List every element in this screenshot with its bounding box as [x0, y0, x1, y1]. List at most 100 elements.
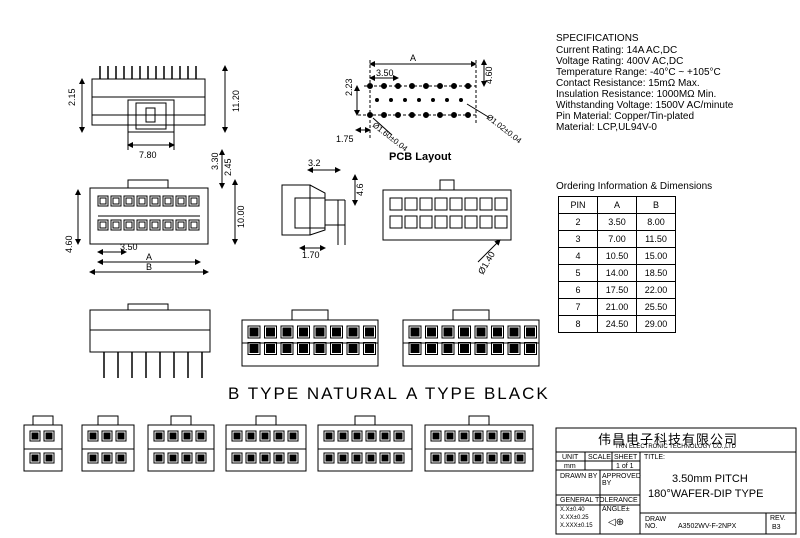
pcb-hole	[367, 112, 373, 118]
top-view-drawing	[89, 179, 209, 245]
cavity	[87, 452, 99, 464]
cavity	[464, 215, 478, 229]
pcb-layout-title: PCB Layout	[389, 151, 452, 163]
cavity-fill	[502, 454, 510, 462]
top-view-dims	[75, 149, 238, 275]
dim-label: 3.50	[120, 242, 138, 252]
cavity-fill	[275, 432, 283, 440]
dim-label: 1.70	[302, 250, 320, 260]
cavity-fill	[261, 432, 269, 440]
cavity-fill	[395, 454, 403, 462]
cavity	[404, 215, 418, 229]
cavity	[136, 219, 148, 231]
cavity-fill	[289, 454, 297, 462]
cavity	[514, 430, 526, 442]
scale-label: SCALE	[588, 454, 611, 461]
cavity	[153, 430, 165, 442]
cavity	[195, 430, 207, 442]
cavity-fill	[155, 454, 163, 462]
cavity-fill	[332, 327, 341, 337]
dim-label: 3.50	[376, 68, 394, 78]
cavity	[434, 197, 448, 211]
cavity	[500, 430, 512, 442]
cavity	[458, 430, 470, 442]
cavity	[181, 430, 193, 442]
cavity	[175, 195, 187, 207]
cavity	[430, 430, 442, 442]
cavity-fill	[183, 454, 191, 462]
cavity	[365, 430, 377, 442]
cavity	[97, 219, 109, 231]
housing-body	[225, 424, 307, 472]
dim-label: A	[410, 53, 416, 63]
cavity	[491, 325, 504, 339]
cavity-fill	[325, 432, 333, 440]
cavity-fill	[282, 327, 292, 337]
cavity	[337, 430, 349, 442]
cavity	[123, 195, 135, 207]
cavity	[472, 452, 484, 464]
dim-label: 11.20	[231, 90, 241, 112]
cavity-fill	[476, 327, 486, 337]
cavity-inner	[138, 197, 146, 205]
cavity	[419, 215, 433, 229]
cavity	[393, 452, 405, 464]
cavity-fill	[365, 344, 374, 353]
cavity-inner	[190, 197, 198, 205]
latch	[170, 415, 192, 425]
cavity-inner	[99, 197, 107, 205]
spec-material: Material: LCP,UL94V-0	[556, 122, 657, 133]
dim-label: 1.75	[336, 134, 354, 144]
cavity-inner	[190, 221, 198, 229]
cavity	[195, 452, 207, 464]
cavity-fill	[395, 432, 403, 440]
pcb-hole	[437, 83, 443, 89]
cavity	[379, 430, 391, 442]
cavity	[43, 452, 55, 464]
spec-insulation-resistance: Insulation Resistance: 1000MΩ Min.	[556, 89, 717, 100]
cavity-fill	[325, 454, 333, 462]
cavity-fill	[474, 432, 482, 440]
a-type-label: A TYPE BLACK	[406, 384, 550, 403]
cavity	[188, 195, 200, 207]
unit-value: mm	[564, 463, 576, 470]
cavity-fill	[488, 432, 496, 440]
cavity	[441, 342, 455, 355]
pin-variants-row	[23, 415, 534, 472]
cavity	[479, 197, 493, 211]
pcb-hole	[451, 112, 457, 118]
cavity	[101, 452, 113, 464]
cavity	[29, 452, 41, 464]
cavity	[500, 452, 512, 464]
cavity	[101, 430, 113, 442]
cavity	[449, 215, 463, 229]
cavity-fill	[348, 327, 358, 337]
cavity	[313, 342, 327, 355]
cavity	[323, 452, 335, 464]
pcb-hole-small	[459, 98, 463, 102]
cavity	[379, 452, 391, 464]
cavity	[313, 325, 327, 339]
pcb-hole	[367, 83, 373, 89]
title-label: TITLE:	[644, 454, 666, 461]
latch	[354, 415, 376, 425]
approved-by-label: APPROVED BY	[602, 473, 641, 487]
latch	[452, 309, 490, 320]
cavity	[162, 219, 174, 231]
latch	[97, 415, 119, 425]
housing-body	[424, 424, 534, 472]
housing-body	[23, 424, 63, 472]
cavity	[346, 342, 360, 355]
cavity	[458, 325, 471, 339]
cavity-fill	[315, 344, 325, 353]
cavity	[389, 197, 403, 211]
cavity-fill	[367, 454, 375, 462]
cavity-fill	[197, 454, 205, 462]
dim-label: A	[146, 252, 152, 262]
dim-label: B	[146, 262, 152, 272]
cavity-fill	[266, 344, 275, 353]
unit-label: UNIT	[562, 454, 579, 461]
